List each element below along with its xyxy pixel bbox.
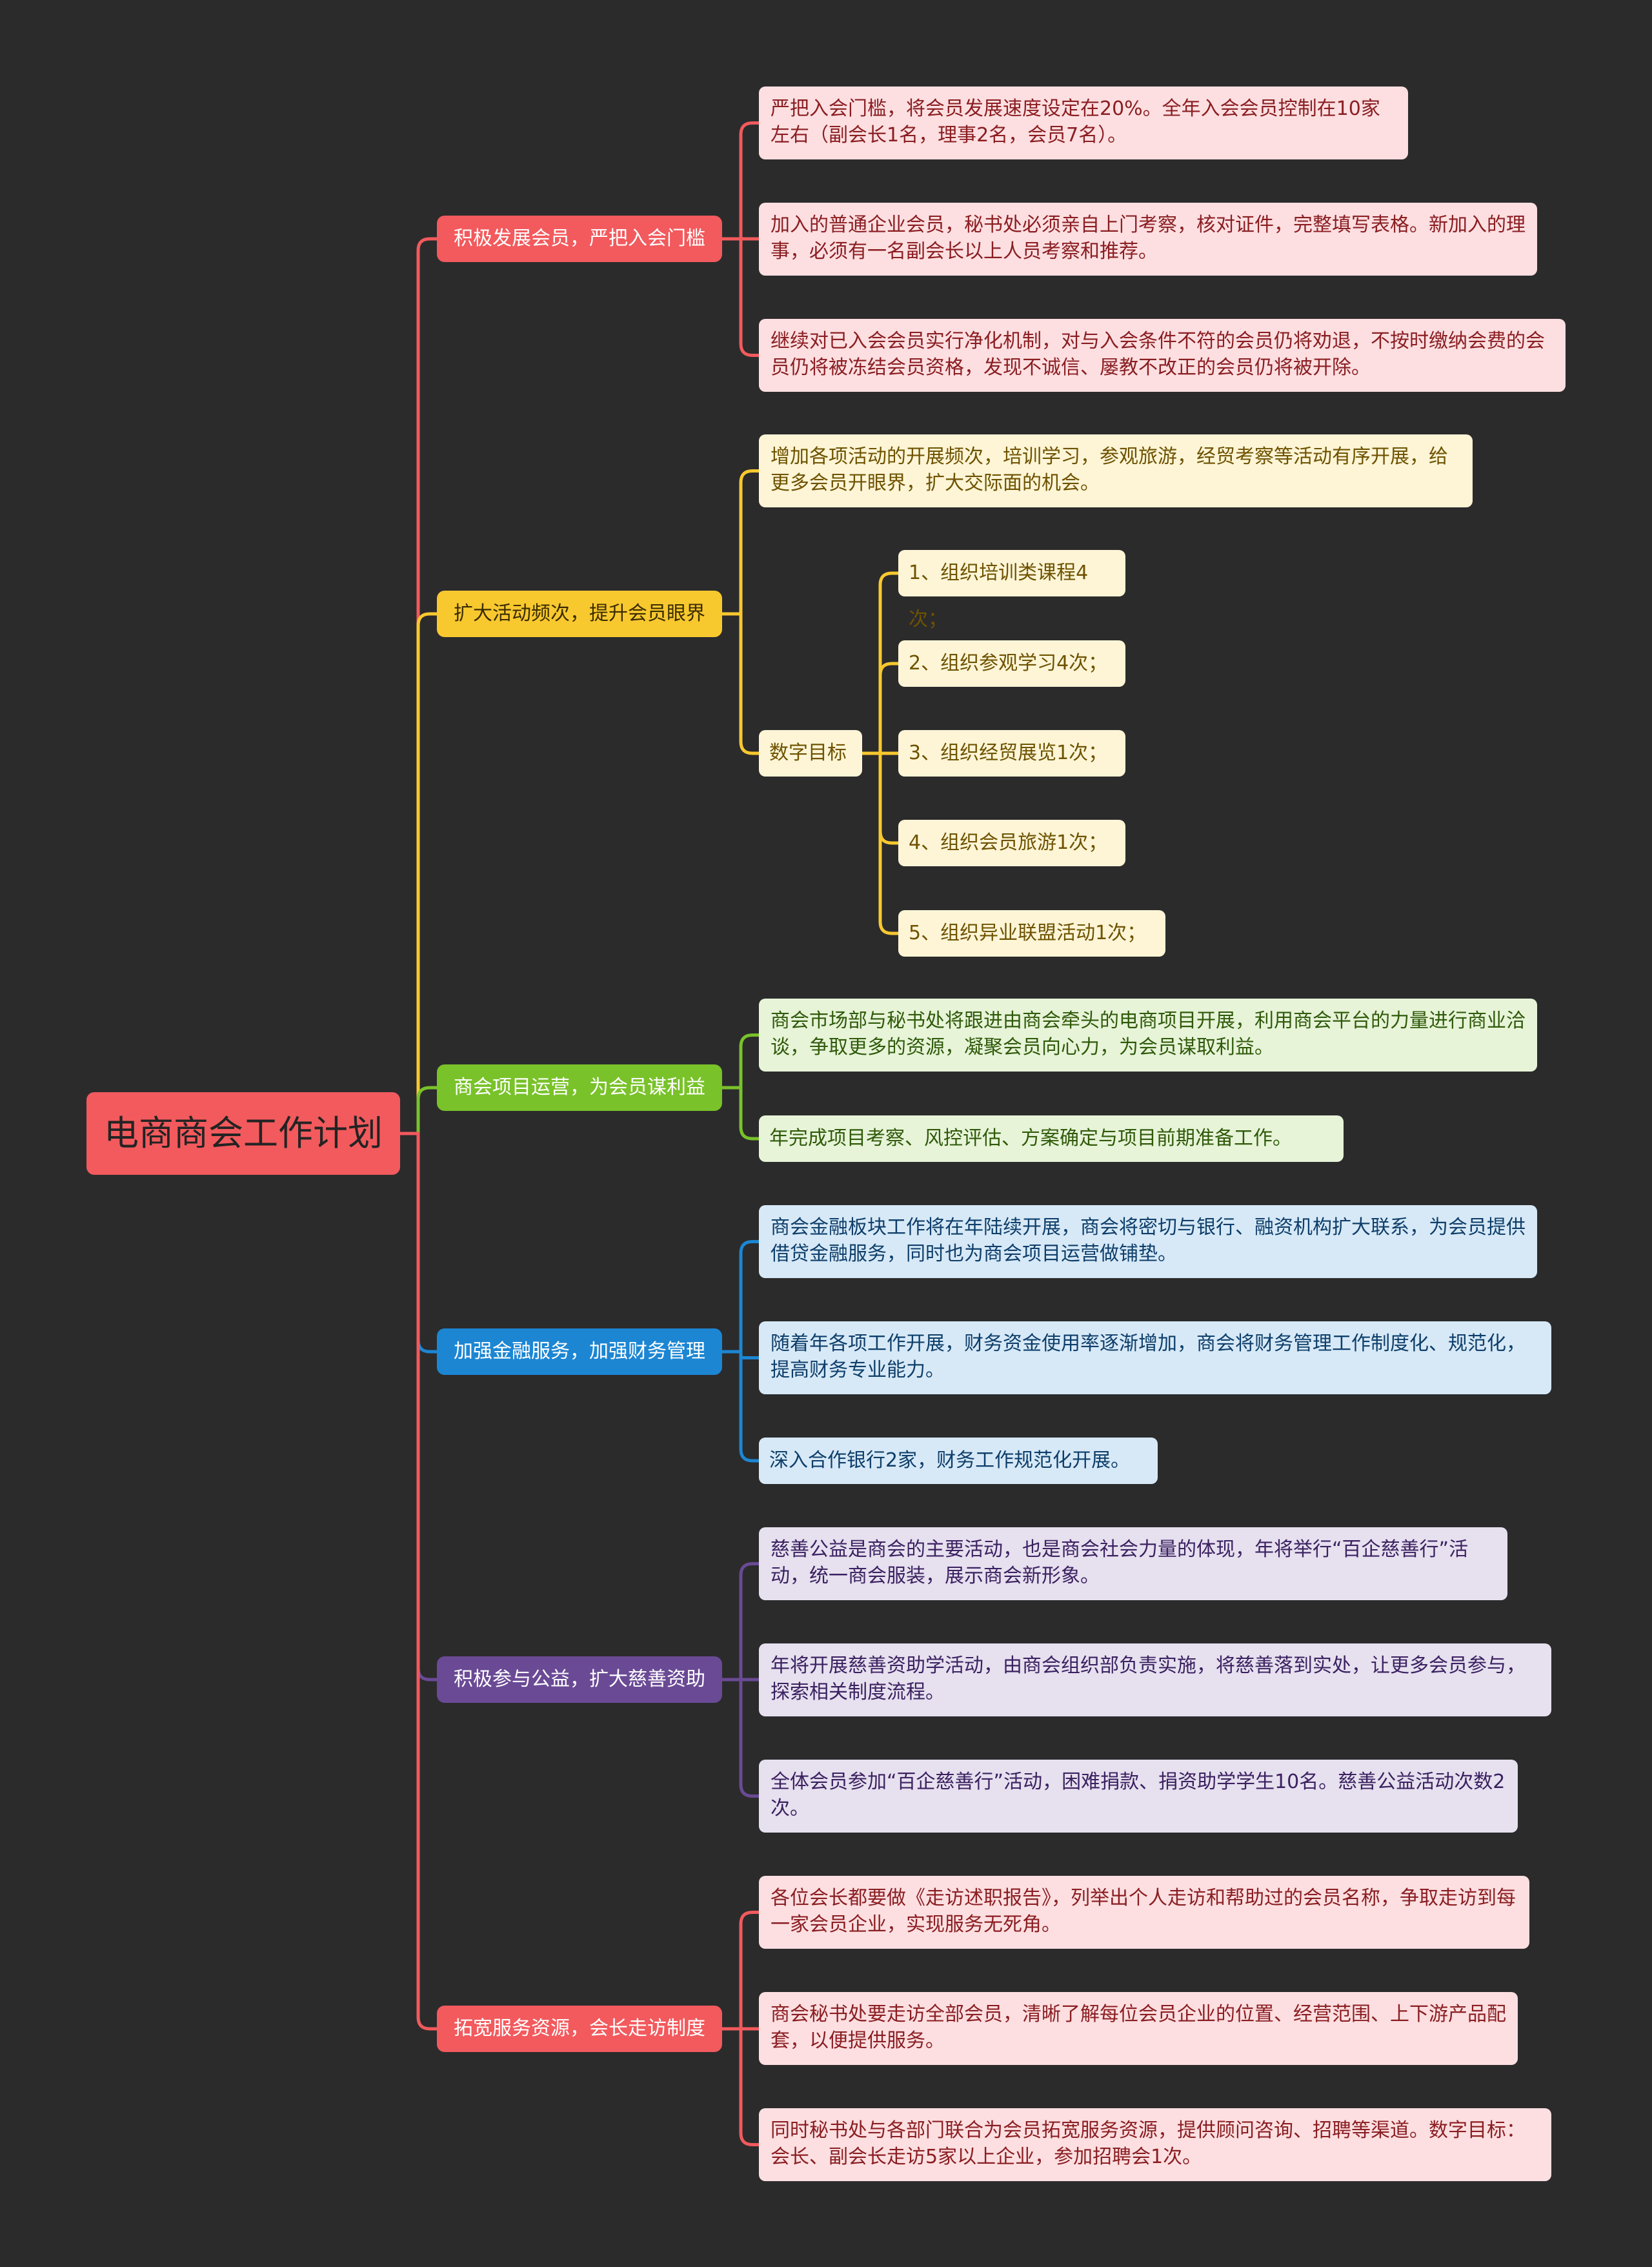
digital-target-item[interactable]: 5、组织异业联盟活动1次； — [898, 910, 1165, 957]
branch-1-detail[interactable]: 继续对已入会会员实行净化机制，对与入会条件不符的会员仍将劝退，不按时缴纳会费的会… — [759, 319, 1566, 392]
branch-6-detail[interactable]: 各位会长都要做《走访述职报告》，列举出个人走访和帮助过的会员名称，争取走访到每一… — [759, 1876, 1529, 1949]
branch-4-detail[interactable]: 深入合作银行2家，财务工作规范化开展。 — [759, 1438, 1158, 1484]
branch-3-detail[interactable]: 商会市场部与秘书处将跟进由商会牵头的电商项目开展，利用商会平台的力量进行商业洽谈… — [759, 999, 1537, 1072]
branch-4-detail[interactable]: 随着年各项工作开展，财务资金使用率逐渐增加，商会将财务管理工作制度化、规范化，提… — [759, 1321, 1551, 1394]
branch-topic-1[interactable]: 积极发展会员，严把入会门槛 — [437, 216, 722, 262]
branch-2-detail[interactable]: 增加各项活动的开展频次，培训学习，参观旅游，经贸考察等活动有序开展，给更多会员开… — [759, 434, 1473, 507]
digital-target-item[interactable]: 1、组织培训类课程4次； — [898, 550, 1125, 631]
branch-topic-3[interactable]: 商会项目运营，为会员谋利益 — [437, 1064, 722, 1111]
digital-target-item[interactable]: 2、组织参观学习4次； — [898, 640, 1125, 687]
branch-topic-4[interactable]: 加强金融服务，加强财务管理 — [437, 1328, 722, 1375]
branch-topic-2[interactable]: 扩大活动频次，提升会员眼界 — [437, 591, 722, 637]
branch-topic-5[interactable]: 积极参与公益，扩大慈善资助 — [437, 1656, 722, 1703]
branch-5-detail[interactable]: 年将开展慈善资助学活动，由商会组织部负责实施，将慈善落到实处，让更多会员参与，探… — [759, 1643, 1551, 1716]
digital-target-item[interactable]: 4、组织会员旅游1次； — [898, 820, 1125, 866]
branch-topic-6[interactable]: 拓宽服务资源，会长走访制度 — [437, 2006, 722, 2052]
branch-1-detail[interactable]: 严把入会门槛，将会员发展速度设定在20%。全年入会会员控制在10家左右（副会长1… — [759, 86, 1408, 159]
digital-target-item[interactable]: 3、组织经贸展览1次； — [898, 730, 1125, 777]
branch-6-detail[interactable]: 商会秘书处要走访全部会员，清晰了解每位会员企业的位置、经营范围、上下游产品配套，… — [759, 1992, 1518, 2065]
branch-6-detail[interactable]: 同时秘书处与各部门联合为会员拓宽服务资源，提供顾问咨询、招聘等渠道。数字目标：会… — [759, 2108, 1551, 2181]
branch-5-detail[interactable]: 全体会员参加“百企慈善行”活动，困难捐款、捐资助学学生10名。慈善公益活动次数2… — [759, 1760, 1518, 1833]
branch-4-detail[interactable]: 商会金融板块工作将在年陆续开展，商会将密切与银行、融资机构扩大联系，为会员提供借… — [759, 1205, 1537, 1278]
branch-3-detail[interactable]: 年完成项目考察、风控评估、方案确定与项目前期准备工作。 — [759, 1115, 1344, 1162]
branch-5-detail[interactable]: 慈善公益是商会的主要活动，也是商会社会力量的体现，年将举行“百企慈善行”活动，统… — [759, 1527, 1507, 1600]
branch-1-detail[interactable]: 加入的普通企业会员，秘书处必须亲自上门考察，核对证件，完整填写表格。新加入的理事… — [759, 203, 1537, 276]
digital-target-topic[interactable]: 数字目标 — [759, 730, 862, 777]
root-topic[interactable]: 电商商会工作计划 — [86, 1092, 400, 1175]
